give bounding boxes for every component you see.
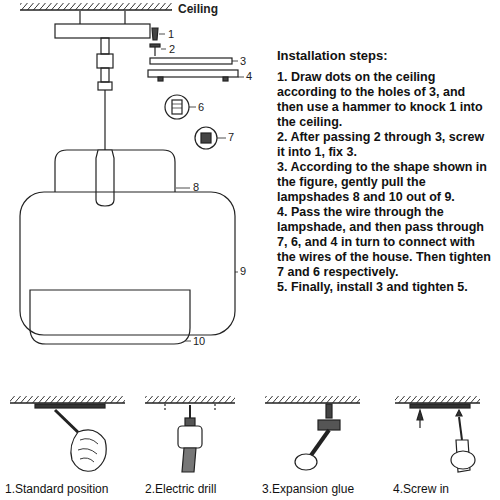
lampshade-8: [55, 150, 175, 192]
detail-circle: [195, 127, 217, 149]
lamp-assembly: [20, 11, 238, 344]
drill-hole: [164, 404, 165, 412]
leader-line: [176, 188, 190, 189]
hatch-fill: [10, 396, 125, 403]
fitting: [97, 54, 113, 68]
mounting-plate: [150, 58, 232, 64]
installation-steps: Installation steps: 1. Draw dots on the c…: [277, 48, 491, 295]
canopy: [55, 24, 150, 38]
callout-number: 1: [168, 28, 174, 41]
expansion-anchor: [326, 404, 332, 418]
step-caption: 1.Standard position: [5, 483, 108, 497]
ceiling-line: [145, 402, 235, 404]
screw-shaft: [154, 47, 155, 56]
screw-head: [150, 44, 160, 47]
step-text: 1. Draw dots on the ceiling according to…: [277, 70, 491, 130]
ceiling-line: [265, 402, 360, 404]
drill-chuck: [185, 418, 195, 426]
callout-number: 4: [246, 70, 252, 83]
canopy-plate: [148, 70, 238, 77]
ceiling-line: [20, 9, 172, 11]
hammer-head: [318, 420, 340, 430]
callout-number: 6: [198, 101, 204, 114]
step-caption: 4.Screw in: [393, 483, 449, 497]
stem: [101, 68, 109, 82]
callout-number: 10: [193, 335, 205, 348]
hatch-fill: [395, 396, 480, 403]
canopy-screw: [79, 11, 80, 24]
leader-line: [232, 61, 238, 62]
callout-number: 3: [240, 55, 246, 68]
step-text: 2. After passing 2 through 3, screw it i…: [277, 130, 491, 160]
screw: [456, 410, 462, 416]
hatch-fill: [265, 396, 360, 403]
drill-body: [178, 426, 202, 448]
exploded-parts: [148, 28, 244, 149]
lamp-socket: [96, 150, 114, 206]
drill-bit: [189, 405, 191, 418]
threaded-fitting: [172, 100, 182, 114]
screw-shaft: [419, 420, 420, 428]
detail-circle: [165, 95, 189, 119]
leader-line: [185, 341, 191, 342]
callout-number: 7: [228, 131, 234, 144]
ceiling-label: Ceiling: [178, 3, 218, 17]
nut: [98, 82, 112, 90]
leader-line: [161, 49, 166, 50]
thread-line: [172, 104, 182, 105]
screw: [417, 410, 423, 420]
hatch-fill: [145, 396, 235, 403]
finger-lines: [78, 439, 98, 462]
nut: [201, 133, 211, 143]
callout-number: 2: [169, 43, 175, 56]
steps-heading: Installation steps:: [277, 48, 491, 63]
lampshade-10: [30, 290, 190, 344]
step-caption: 2.Electric drill: [145, 483, 216, 497]
canopy-foot: [158, 77, 163, 81]
leader-line: [159, 34, 165, 35]
canopy-foot: [223, 77, 228, 81]
thread-line: [172, 108, 182, 109]
hand: [295, 454, 317, 470]
step-caption: 3.Expansion glue: [262, 483, 354, 497]
step-text: 3. According to the shape shown in the f…: [277, 160, 491, 205]
leader-line: [217, 138, 226, 139]
step-illustrations: [10, 396, 480, 472]
callout-number: 8: [193, 181, 199, 194]
mounting-plate: [410, 404, 470, 408]
wire: [104, 90, 105, 150]
mounting-plate: [35, 404, 105, 408]
ceiling-hatch: [20, 3, 172, 10]
stem: [101, 38, 109, 54]
hand: [451, 451, 475, 469]
leader-line: [238, 77, 244, 78]
expansion-anchor: [152, 28, 158, 40]
drill-handle: [182, 448, 196, 472]
leader-line: [235, 272, 238, 273]
drill-hole: [214, 404, 215, 412]
hand: [71, 430, 106, 471]
leader-line: [189, 107, 196, 108]
screwdriver-shaft: [459, 417, 462, 440]
canopy-screw: [124, 11, 125, 24]
hatch-fill: [20, 3, 172, 10]
step-text: 5. Finally, install 3 and tighten 5.: [277, 280, 491, 295]
step-text: 4. Pass the wire through the lampshade, …: [277, 205, 491, 280]
callout-number: 9: [240, 265, 246, 278]
lampshade-9: [20, 192, 235, 335]
